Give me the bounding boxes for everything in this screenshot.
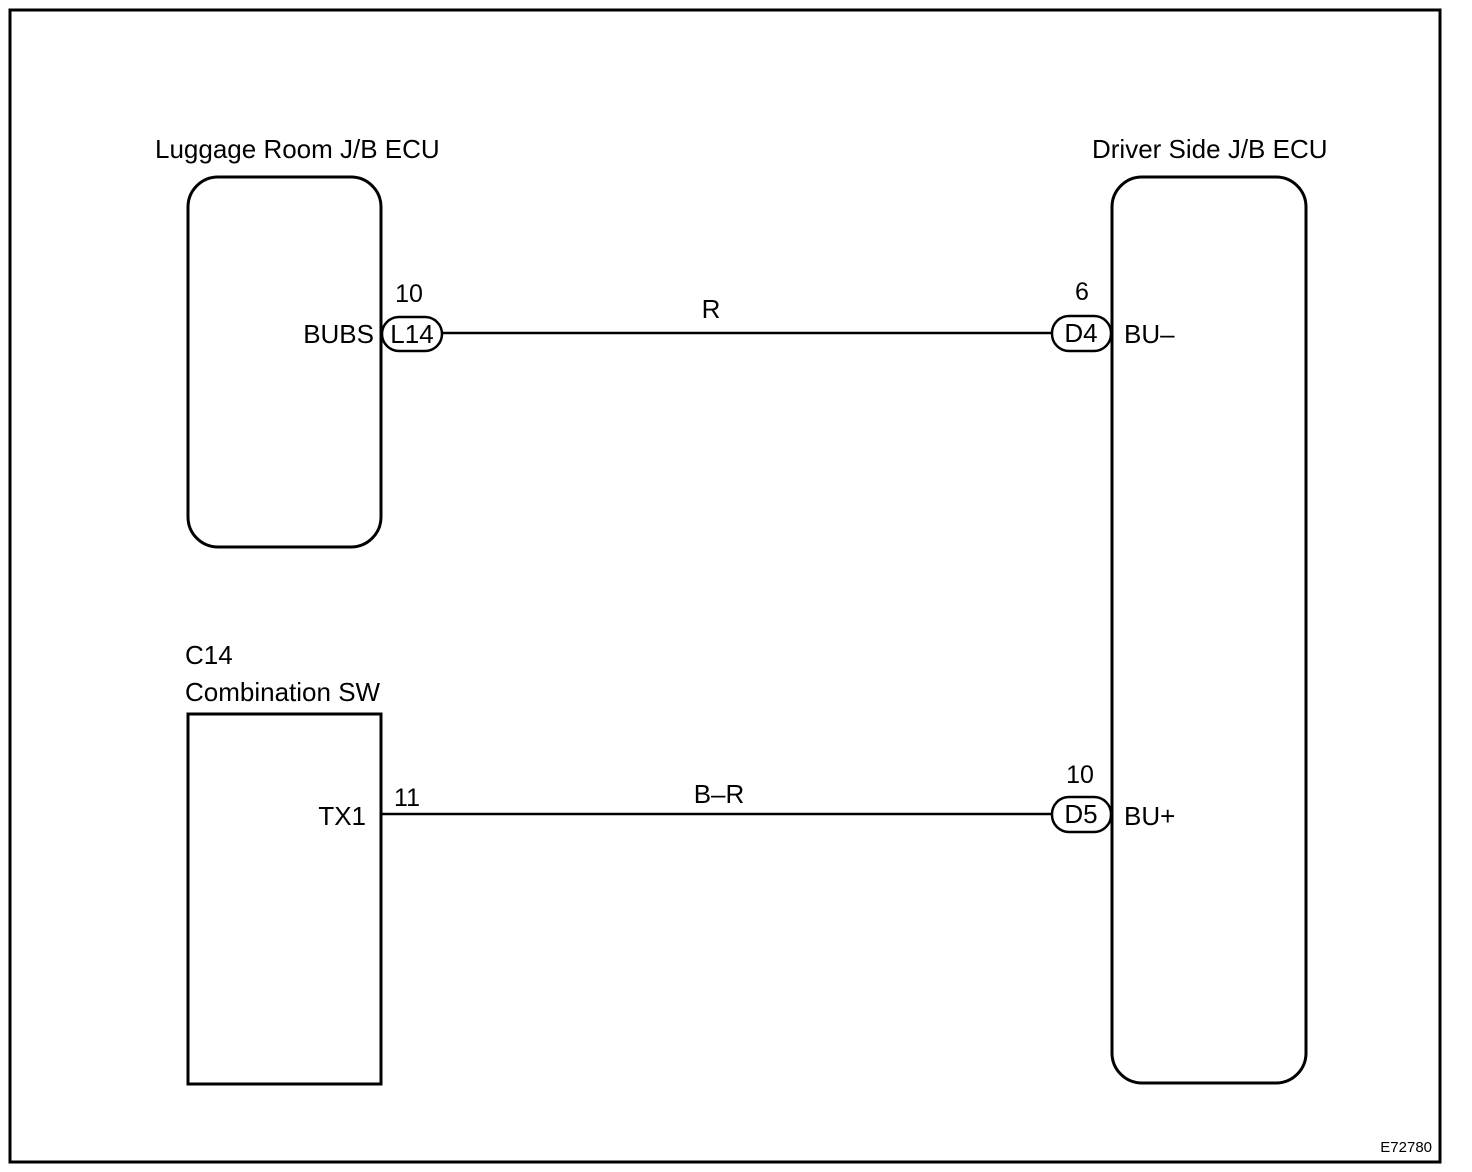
driver-ecu-title: Driver Side J/B ECU: [1092, 134, 1328, 164]
luggage-ecu-pin: 10: [395, 280, 423, 308]
driver-ecu-terminal-bottom: BU+: [1124, 801, 1175, 831]
luggage-ecu-terminal: BUBS: [303, 319, 374, 349]
connector-d5-label: D5: [1064, 799, 1097, 829]
combination-sw-pin: 11: [394, 784, 420, 812]
combination-sw-code: C14: [185, 640, 233, 670]
combination-sw-box: [186, 712, 383, 1086]
connector-l14-label: L14: [390, 319, 433, 349]
combination-sw-terminal: TX1: [318, 801, 366, 831]
luggage-ecu-box: [186, 175, 383, 549]
figure-ref: E72780: [1380, 1139, 1432, 1156]
driver-ecu-pin-top: 6: [1075, 278, 1089, 306]
combination-sw-title: Combination SW: [185, 677, 381, 707]
wire-lower-color: B–R: [694, 779, 745, 809]
driver-ecu-pin-bottom: 10: [1066, 761, 1094, 789]
connector-d4-label: D4: [1064, 318, 1097, 348]
wire-upper-color: R: [702, 294, 721, 324]
driver-ecu-terminal-top: BU–: [1124, 319, 1175, 349]
luggage-ecu-title: Luggage Room J/B ECU: [155, 134, 440, 164]
diagram-frame: [8, 8, 1442, 1164]
connector-d4-badge: [1050, 314, 1113, 353]
driver-ecu-box: [1110, 175, 1308, 1085]
